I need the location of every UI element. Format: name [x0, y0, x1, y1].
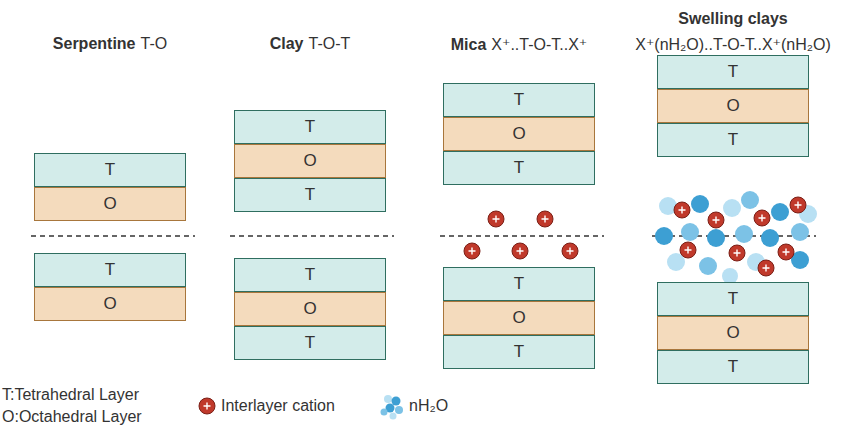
tetrahedral-layer: T [234, 178, 386, 212]
layer-label: T [514, 274, 524, 294]
layer-formula: X⁺(nH₂O)..T-O-T..X⁺(nH₂O) [635, 35, 831, 54]
layer-label: T [305, 185, 315, 205]
layer-label: T [305, 265, 315, 285]
layer-label: T [728, 357, 738, 377]
layer-label: T [105, 160, 115, 180]
octahedral-layer: O [234, 144, 386, 178]
tetrahedral-layer: T [234, 258, 386, 292]
legend-water-symbol [381, 395, 404, 420]
layer-label: O [103, 194, 116, 214]
layer-label: O [512, 124, 525, 144]
layer-label: T [514, 158, 524, 178]
layer-formula: X⁺..T-O-T..X⁺ [491, 35, 587, 54]
tetrahedral-layer: T [443, 267, 595, 301]
column-heading: Clay T-O-T [270, 35, 351, 53]
mineral-name: Swelling clays [678, 10, 787, 28]
layer-label: T [728, 130, 738, 150]
tetrahedral-layer: T [657, 55, 809, 89]
tetrahedral-layer: T [657, 123, 809, 157]
tetrahedral-layer: T [234, 110, 386, 144]
column-heading: Serpentine T-O [53, 35, 167, 53]
tetrahedral-layer: T [34, 253, 186, 287]
column-heading: X⁺(nH₂O)..T-O-T..X⁺(nH₂O) [635, 35, 831, 54]
octahedral-layer: O [443, 301, 595, 335]
layer-label: O [103, 294, 116, 314]
layer-key: O:Octahedral Layer [2, 408, 142, 426]
layer-label: O [303, 299, 316, 319]
octahedral-layer: O [657, 89, 809, 123]
tetrahedral-layer: T [443, 83, 595, 117]
layer-label: O [726, 323, 739, 343]
layer-label: T [514, 90, 524, 110]
layer-label: O [303, 151, 316, 171]
tetrahedral-layer: T [34, 153, 186, 187]
mineral-name: Serpentine [53, 35, 136, 53]
layer-label: T [514, 342, 524, 362]
layer-label: O [726, 96, 739, 116]
mineral-name: Clay [270, 35, 304, 53]
layer-label: T [728, 289, 738, 309]
tetrahedral-layer: T [443, 151, 595, 185]
layer-label: T [305, 117, 315, 137]
legend-text: nH₂O [409, 397, 448, 415]
layer-key: T:Tetrahedral Layer [2, 386, 139, 404]
layer-formula: T-O [141, 35, 168, 53]
octahedral-layer: O [234, 292, 386, 326]
layer-label: T [105, 260, 115, 280]
tetrahedral-layer: T [657, 350, 809, 384]
octahedral-layer: O [34, 287, 186, 321]
column-heading: Swelling clays [678, 10, 787, 28]
octahedral-layer: O [34, 187, 186, 221]
legend-cation-symbol [199, 398, 215, 414]
mineral-name: Mica [451, 36, 487, 54]
water-molecules [655, 191, 817, 284]
swelling-cations [674, 197, 806, 276]
tetrahedral-layer: T [443, 335, 595, 369]
layer-label: O [512, 308, 525, 328]
octahedral-layer: O [657, 316, 809, 350]
layer-formula: T-O-T [309, 35, 351, 53]
column-heading: MicaX⁺..T-O-T..X⁺ [451, 35, 588, 54]
legend-text: Interlayer cation [221, 397, 335, 415]
layer-label: T [305, 333, 315, 353]
tetrahedral-layer: T [234, 326, 386, 360]
layer-label: T [728, 62, 738, 82]
octahedral-layer: O [443, 117, 595, 151]
tetrahedral-layer: T [657, 282, 809, 316]
mica-cations [464, 211, 578, 259]
